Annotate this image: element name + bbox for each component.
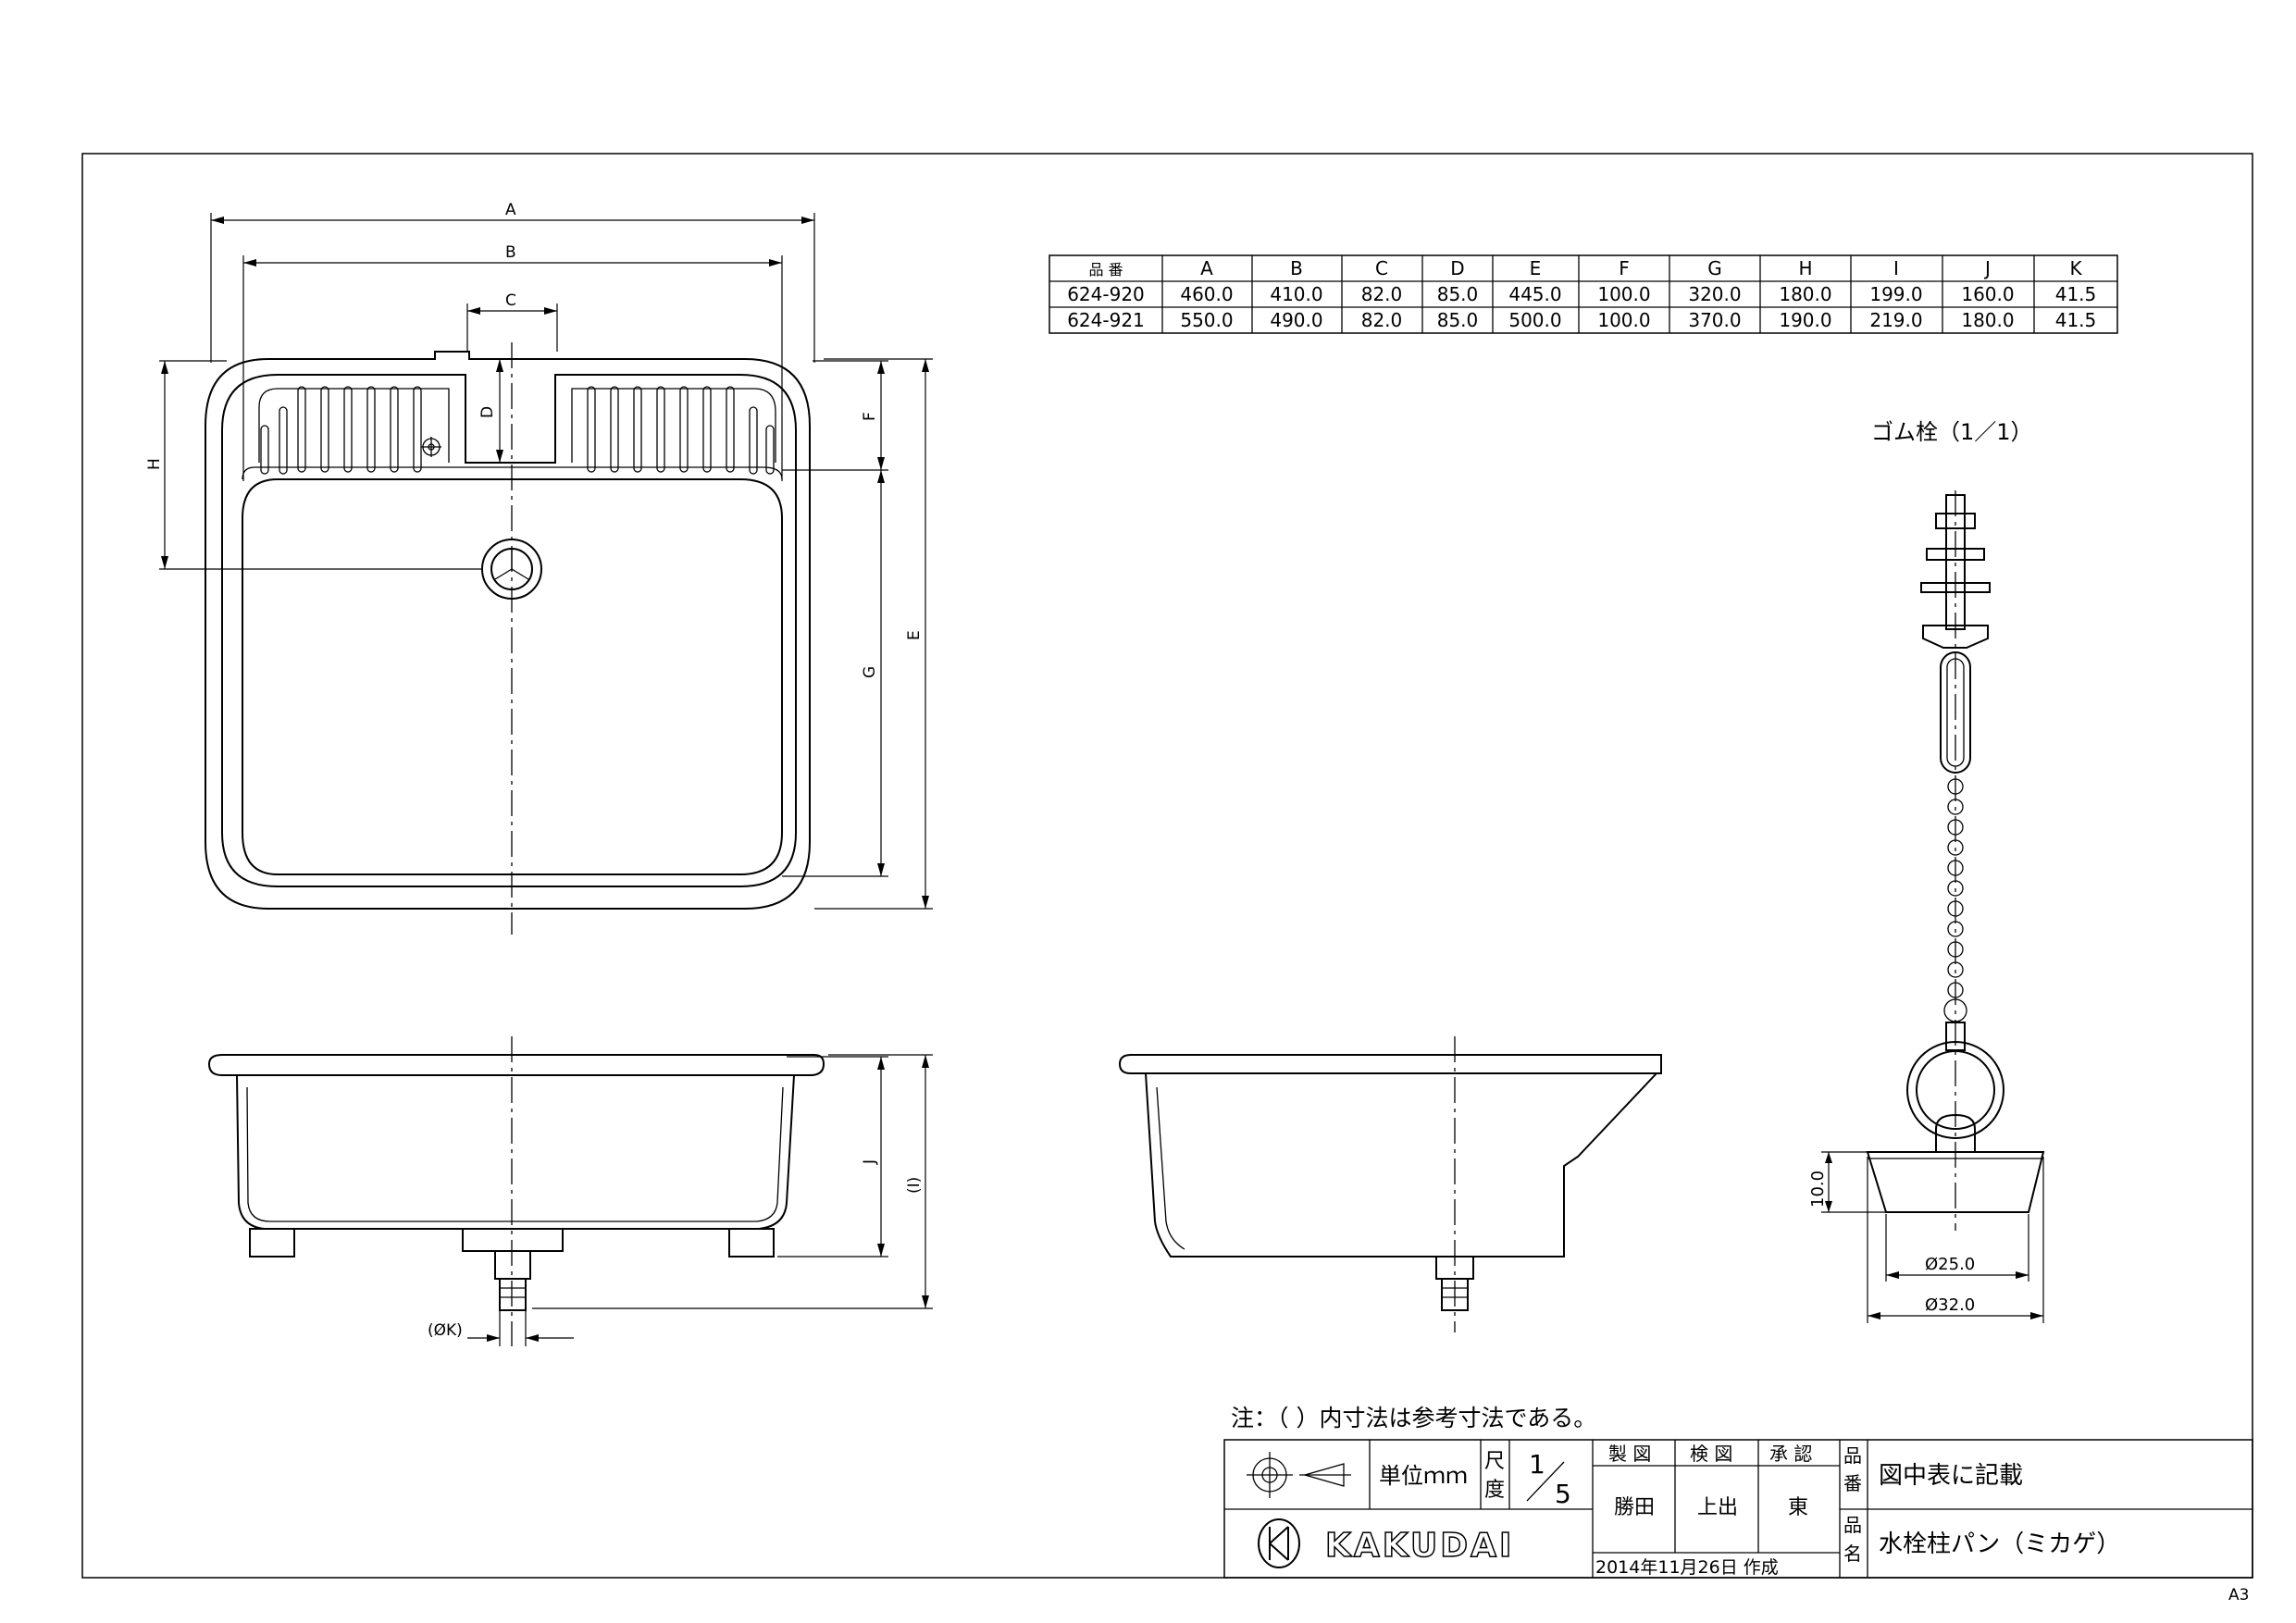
table-cell: 445.0 [1508, 283, 1561, 305]
title-block: 単位ｍｍ 尺 度 1 5 製 図 検 図 承 認 勝田 上出 東 2014年11… [1223, 1439, 2253, 1579]
product-name-label-top: 品 [1843, 1514, 1862, 1536]
dim-b-label: B [505, 243, 516, 262]
table-cell: 320.0 [1688, 283, 1741, 305]
front-view: J (I) (ØK) [207, 1036, 933, 1346]
scale-numerator: 1 [1529, 1449, 1545, 1480]
table-cell: 180.0 [1779, 283, 1831, 305]
kakudai-logo: KAKUDAI [1258, 1518, 1514, 1568]
dim-h-label: H [145, 458, 164, 470]
top-view: A B C D H F G [145, 201, 933, 935]
table-cell: 41.5 [2055, 309, 2097, 331]
table-cell: 180.0 [1961, 309, 2014, 331]
dim-f-label: F [861, 412, 879, 421]
brand-wordmark: KAKUDAI [1325, 1527, 1514, 1565]
side-view [1118, 1036, 1662, 1332]
table-cell: 199.0 [1869, 283, 1922, 305]
table-cell: 624-920 [1067, 283, 1145, 305]
scale-label-bottom: 度 [1484, 1479, 1505, 1502]
table-cell: 190.0 [1779, 309, 1831, 331]
table-header-cell: I [1893, 257, 1899, 279]
table-cell: 85.0 [1437, 283, 1479, 305]
table-cell: 500.0 [1508, 309, 1561, 331]
table-cell: 490.0 [1270, 309, 1322, 331]
table-cell: 82.0 [1361, 283, 1403, 305]
checker-name: 上出 [1697, 1496, 1738, 1519]
table-header-cell: B [1290, 257, 1303, 279]
part-number-label-bottom: 番 [1843, 1472, 1862, 1494]
reference-note: 注：（ ）内寸法は参考寸法である。 [1231, 1405, 1596, 1431]
product-name-value: 水栓柱パン（ミカゲ） [1879, 1530, 2120, 1558]
stopper-title: ゴム栓（1／1） [1871, 419, 2033, 445]
creation-date: 2014年11月26日 作成 [1595, 1557, 1779, 1578]
table-header-cell: H [1798, 257, 1812, 279]
dim-a-label: A [505, 201, 516, 219]
dim-e-label: E [905, 630, 924, 640]
dim-j-label: J [861, 1159, 879, 1165]
scale-label-top: 尺 [1484, 1450, 1505, 1473]
table-cell: 100.0 [1597, 309, 1650, 331]
approver-name: 東 [1788, 1496, 1808, 1519]
table-header-cell: 品 番 [1088, 261, 1123, 279]
dimension-table: 品 番 A B C D E F G H I J K 624-920 460.0 … [1049, 254, 2118, 334]
drafted-header: 製 図 [1608, 1443, 1651, 1465]
table-header-cell: D [1450, 257, 1464, 279]
table-cell: 460.0 [1180, 283, 1233, 305]
scale-denominator: 5 [1555, 1479, 1571, 1509]
table-cell: 100.0 [1597, 283, 1650, 305]
part-number-value: 図中表に記載 [1879, 1462, 2023, 1490]
approved-header: 承 認 [1769, 1443, 1812, 1465]
table-cell: 82.0 [1361, 309, 1403, 331]
drawing-frame [81, 153, 2253, 1579]
dim-g-label: G [861, 666, 879, 678]
checked-header: 検 図 [1690, 1443, 1732, 1465]
table-cell: 85.0 [1437, 309, 1479, 331]
stopper-height-label: 10.0 [1808, 1171, 1828, 1208]
product-name-label-bottom: 名 [1843, 1542, 1862, 1565]
table-cell: 550.0 [1180, 309, 1233, 331]
dim-k-label: (ØK) [428, 1321, 463, 1340]
paper-size-label: A3 [2228, 1586, 2249, 1604]
table-cell: 370.0 [1688, 309, 1741, 331]
table-cell: 410.0 [1270, 283, 1322, 305]
unit-label: 単位ｍｍ [1379, 1463, 1468, 1489]
stopper-d2-label: Ø32.0 [1925, 1295, 1975, 1315]
table-header-cell: E [1530, 257, 1542, 279]
drafter-name: 勝田 [1614, 1496, 1655, 1519]
dim-c-label: C [505, 291, 516, 310]
third-angle-projection-icon [1247, 1452, 1351, 1498]
dim-i-label: (I) [905, 1177, 924, 1194]
table-header-cell: F [1619, 257, 1630, 279]
part-number-label-top: 品 [1843, 1444, 1862, 1467]
table-header-cell: A [1200, 257, 1213, 279]
table-cell: 219.0 [1869, 309, 1922, 331]
table-cell: 41.5 [2055, 283, 2097, 305]
table-header-cell: G [1707, 257, 1722, 279]
stopper-d1-label: Ø25.0 [1925, 1255, 1975, 1274]
table-cell: 624-921 [1067, 309, 1145, 331]
table-cell: 160.0 [1961, 283, 2014, 305]
table-header-cell: K [2069, 257, 2082, 279]
dim-d-label: D [478, 406, 497, 418]
rubber-stopper-drawing: ゴム栓（1／1） [1808, 419, 2045, 1323]
table-header-cell: C [1375, 257, 1388, 279]
table-header-cell: J [1983, 257, 1991, 279]
